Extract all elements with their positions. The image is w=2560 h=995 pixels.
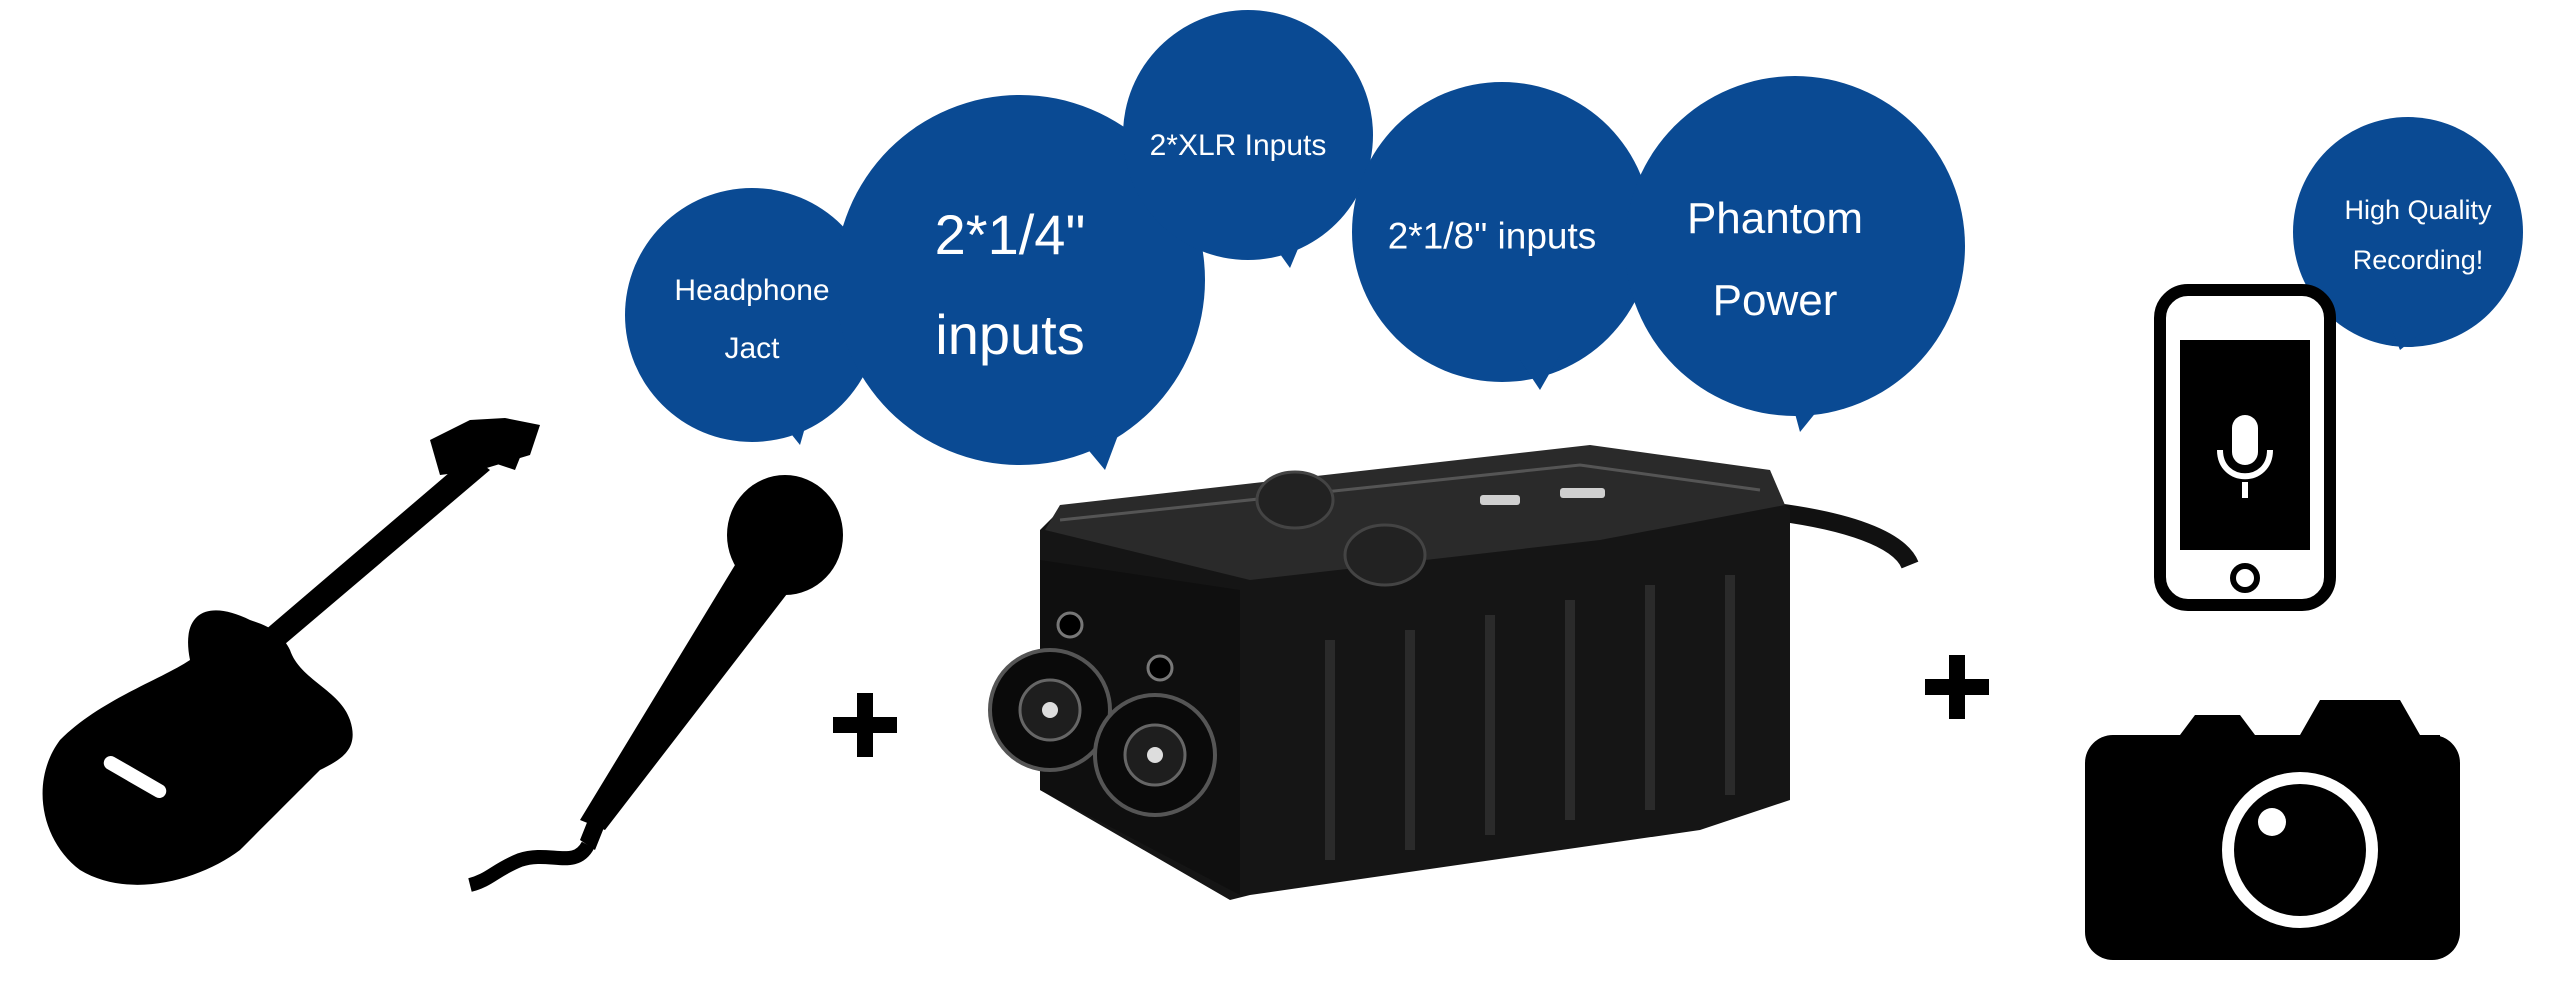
bubble-quarter-inch-line2: inputs xyxy=(935,303,1085,366)
bubble-headphone-line2: Jact xyxy=(724,332,780,365)
microphone-screen-icon xyxy=(2217,415,2273,498)
plus-icon-left xyxy=(833,693,897,757)
plus-icon-right xyxy=(1925,655,1989,719)
microphone-icon xyxy=(468,475,843,892)
bubble-recording xyxy=(2293,117,2523,350)
bubble-xlr-label: 2*XLR Inputs xyxy=(1149,129,1327,162)
bubble-recording-text: High Quality Recording! xyxy=(2344,185,2491,285)
bubble-phantom-text: Phantom Power xyxy=(1687,178,1863,342)
bubble-phantom-line1: Phantom xyxy=(1686,194,1864,243)
bubble-quarter-inch-text: 2*1/4" inputs xyxy=(935,185,1086,385)
bubble-phantom-line2: Power xyxy=(1712,276,1838,325)
bubble-xlr xyxy=(1123,10,1373,268)
bubble-recording-line1: High Quality xyxy=(2344,195,2492,225)
audio-adapter-device xyxy=(988,445,1919,900)
guitar-icon xyxy=(42,418,540,885)
bubble-headphone-text: Headphone Jact xyxy=(674,262,829,378)
bubble-quarter-inch-line1: 2*1/4" xyxy=(934,203,1086,266)
bubble-eighth-inch xyxy=(1352,82,1652,390)
smartphone-icon xyxy=(2154,284,2336,611)
bubble-headphone-line1: Headphone xyxy=(674,274,830,307)
bubble-headphone xyxy=(625,188,879,445)
bubble-eighth-inch-label: 2*1/8" inputs xyxy=(1387,215,1597,257)
bubble-recording-line2: Recording! xyxy=(2352,245,2484,275)
bubble-quarter-inch xyxy=(835,95,1205,470)
bubble-xlr-text: 2*XLR Inputs xyxy=(1150,122,1327,170)
bubble-phantom xyxy=(1625,76,1965,432)
camera-icon xyxy=(2085,700,2460,960)
bubble-eighth-inch-text: 2*1/8" inputs xyxy=(1388,206,1597,265)
